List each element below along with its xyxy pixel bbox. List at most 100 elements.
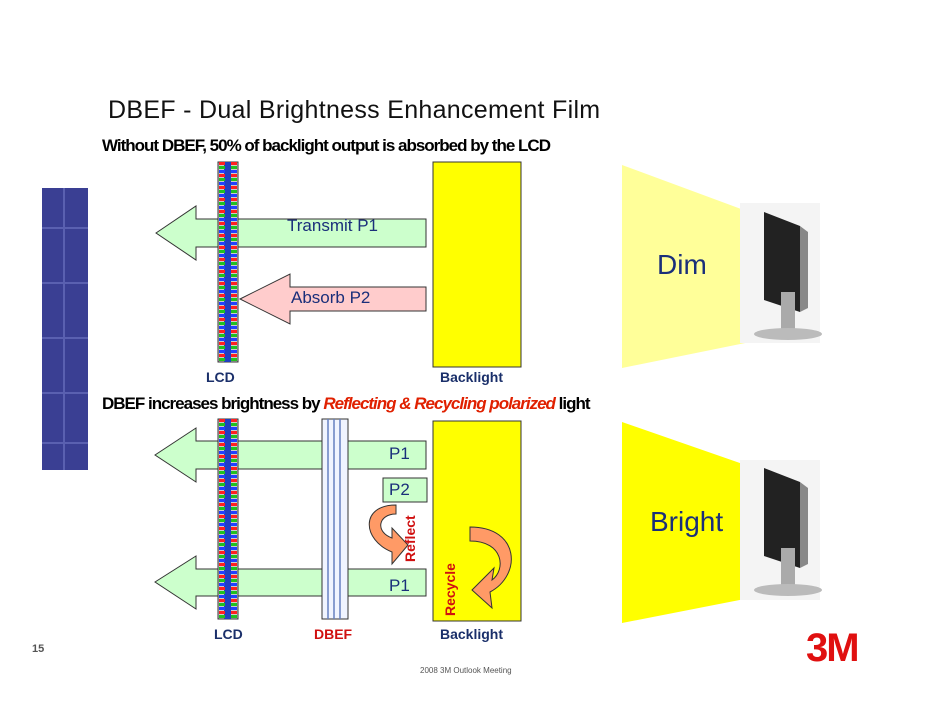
p1-top-label: P1	[389, 444, 410, 463]
lcd-subpixel	[219, 230, 225, 233]
lcd-subpixel	[219, 495, 225, 498]
p1-bottom-label: P1	[389, 576, 410, 595]
lcd-subpixel	[231, 583, 237, 586]
lcd-subpixel	[219, 222, 225, 225]
lcd-subpixel	[231, 166, 237, 169]
lcd-subpixel	[231, 210, 237, 213]
recycle-label: Recycle	[442, 563, 458, 616]
lcd-subpixel	[231, 563, 237, 566]
lcd-panel-top	[217, 161, 239, 363]
reflect-arrow	[368, 504, 409, 566]
lcd-subpixel	[231, 326, 237, 329]
lcd-subpixel	[219, 439, 225, 442]
lcd-subpixel	[231, 611, 237, 614]
lcd-subpixel	[219, 443, 225, 446]
lcd-subpixel	[219, 435, 225, 438]
lcd-subpixel	[219, 282, 225, 285]
lcd-subpixel	[219, 491, 225, 494]
lcd-subpixel	[231, 547, 237, 550]
lcd-subpixel	[219, 174, 225, 177]
lcd-subpixel	[219, 519, 225, 522]
monitor-icon-top	[740, 203, 822, 343]
lcd-subpixel	[231, 487, 237, 490]
lcd-subpixel	[219, 463, 225, 466]
lcd-subpixel	[231, 234, 237, 237]
lcd-subpixel	[231, 575, 237, 578]
dim-beam	[622, 165, 760, 368]
lcd-subpixel	[231, 310, 237, 313]
lcd-subpixel	[231, 471, 237, 474]
lcd-subpixel	[231, 306, 237, 309]
lcd-subpixel	[231, 595, 237, 598]
lcd-subpixel	[231, 463, 237, 466]
lcd-subpixel	[231, 286, 237, 289]
lcd-subpixel	[219, 258, 225, 261]
lcd-subpixel	[219, 523, 225, 526]
lcd-subpixel	[231, 443, 237, 446]
lcd-subpixel	[219, 579, 225, 582]
lcd-subpixel	[219, 338, 225, 341]
lcd-subpixel	[231, 531, 237, 534]
lcd-subpixel	[231, 515, 237, 518]
lcd-subpixel	[231, 511, 237, 514]
lcd-subpixel	[219, 515, 225, 518]
lcd-subpixel	[231, 523, 237, 526]
lcd-subpixel	[231, 559, 237, 562]
lcd-subpixel	[219, 322, 225, 325]
lcd-subpixel	[231, 427, 237, 430]
3m-logo: 3M	[806, 626, 860, 670]
lcd-subpixel	[219, 242, 225, 245]
lcd-subpixel	[231, 262, 237, 265]
lcd-subpixel	[231, 543, 237, 546]
lcd-subpixel	[219, 294, 225, 297]
lcd-subpixel	[231, 350, 237, 353]
lcd-subpixel	[219, 535, 225, 538]
backlight-top	[432, 161, 522, 368]
lcd-subpixel	[231, 431, 237, 434]
transmit-p1-label: Transmit P1	[287, 216, 379, 235]
lcd-subpixel	[219, 306, 225, 309]
lcd-subpixel	[219, 202, 225, 205]
lcd-subpixel	[219, 531, 225, 534]
lcd-subpixel	[219, 571, 225, 574]
lcd-subpixel	[219, 447, 225, 450]
lcd-subpixel	[231, 439, 237, 442]
lcd-subpixel	[231, 346, 237, 349]
p2-label: P2	[389, 480, 410, 499]
lcd-subpixel	[219, 186, 225, 189]
page-number: 15	[32, 643, 45, 655]
lcd-subpixel	[219, 423, 225, 426]
dbef-film	[321, 418, 349, 620]
lcd-subpixel	[219, 278, 225, 281]
lcd-subpixel	[219, 427, 225, 430]
lcd-subpixel	[219, 479, 225, 482]
lcd-subpixel	[219, 607, 225, 610]
lcd-subpixel	[231, 162, 237, 165]
lcd-subpixel	[219, 507, 225, 510]
lcd-subpixel	[219, 543, 225, 546]
lcd-subpixel	[219, 330, 225, 333]
lcd-subpixel	[231, 238, 237, 241]
lcd-subpixel	[231, 551, 237, 554]
lcd-subpixel	[219, 419, 225, 422]
lcd-subpixel	[219, 182, 225, 185]
lcd-subpixel	[231, 607, 237, 610]
lcd-subpixel	[219, 302, 225, 305]
lcd-subpixel	[231, 274, 237, 277]
lcd-label-top: LCD	[206, 369, 235, 385]
lcd-subpixel	[231, 507, 237, 510]
lcd-subpixel	[219, 226, 225, 229]
lcd-subpixel	[219, 290, 225, 293]
lcd-subpixel	[219, 575, 225, 578]
lcd-subpixel	[231, 451, 237, 454]
bright-beam	[622, 422, 760, 623]
dbef-label: DBEF	[314, 626, 353, 642]
lcd-subpixel	[219, 334, 225, 337]
decorative-side-panel	[42, 188, 88, 470]
lcd-subpixel	[231, 298, 237, 301]
lcd-subpixel	[231, 290, 237, 293]
lcd-subpixel	[231, 579, 237, 582]
lcd-subpixel	[231, 318, 237, 321]
lcd-subpixel	[219, 326, 225, 329]
reflect-label: Reflect	[402, 515, 418, 562]
